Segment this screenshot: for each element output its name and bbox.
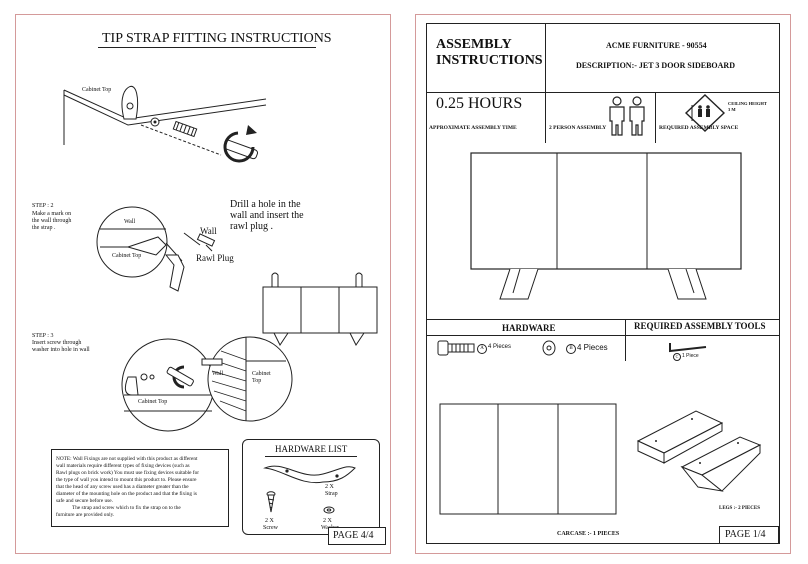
- step3-text-1: Insert screw through: [32, 340, 82, 346]
- hardware-title: HARDWARE: [502, 323, 556, 333]
- washer-icon: [323, 506, 335, 514]
- step3-text-2: washer into hole in wall: [32, 347, 90, 353]
- header-title-line1: ASSEMBLY: [436, 37, 512, 52]
- note-line-8: The strap and screw which to fix the str…: [72, 505, 181, 511]
- company-name: ACME FURNITURE - 90554: [606, 41, 707, 50]
- wall-label: Wall: [200, 226, 217, 236]
- note-line-4: the type of wall you intend to mount thi…: [56, 477, 197, 483]
- header-divider-v1: [545, 23, 546, 93]
- page-title: TIP STRAP FITTING INSTRUCTIONS: [102, 31, 332, 46]
- two-person-icon: [609, 96, 645, 136]
- step3-cabinet-top-label: Cabinet Top: [138, 399, 168, 405]
- hardware-list-box: HARDWARE LIST 2 X Strap 2 X Screw 2 X Wa…: [242, 439, 380, 535]
- ceiling-height-label: CEILING HEIGHT: [728, 101, 767, 106]
- step2-text-1: Make a mark on: [32, 211, 72, 217]
- carcase-illustration: [439, 403, 617, 515]
- allen-key-icon: [669, 343, 707, 353]
- header-divider-v2: [545, 92, 546, 144]
- note-heading: NOTE:: [56, 456, 72, 462]
- header-divider-v3: [655, 92, 656, 144]
- note-line-5: that the head of any screw used has a di…: [56, 484, 189, 490]
- header-title-line2: INSTRUCTIONS: [436, 53, 543, 68]
- legs-illustration: [636, 410, 762, 492]
- detail-cabinet-label: Cabinet: [252, 371, 271, 377]
- step3-circle-detail: [121, 336, 293, 432]
- step2-cabinet-top-label: Cabinet Top: [112, 253, 142, 259]
- hardware-header-divider: [426, 335, 779, 336]
- detail-top-label: Top: [252, 378, 262, 384]
- assembly-time-label: APPROXIMATE ASSEMBLY TIME: [429, 125, 517, 131]
- instruction-page-assembly: ASSEMBLY INSTRUCTIONS ACME FURNITURE - 9…: [415, 14, 791, 554]
- sideboard-front-illustration: [470, 152, 742, 300]
- screw-name: Screw: [263, 525, 278, 531]
- strap-name: Strap: [325, 491, 338, 497]
- header-table: [426, 23, 780, 145]
- space-label: REQUIRED ASSEMBLY SPACE: [659, 125, 739, 131]
- tool-code: C: [673, 353, 681, 361]
- note-line-9: furniture are provided only.: [56, 512, 115, 518]
- product-description: DESCRIPTION:- JET 3 DOOR SIDEBOARD: [576, 61, 735, 70]
- note-line-3: Rawl plugs on brick work) You must use f…: [56, 470, 199, 476]
- step2-text-2: the wall through: [32, 218, 72, 224]
- hardware-list-title: HARDWARE LIST: [275, 444, 348, 454]
- header-divider-h1: [426, 92, 779, 93]
- drill-text-2: wall and insert the: [230, 210, 304, 221]
- page-number-box: PAGE 1/4: [719, 526, 779, 544]
- rawl-plug-label: Rawl Plug: [196, 253, 234, 263]
- hardware-a-qty: 4 Pieces: [488, 344, 512, 350]
- note-line-2: wall materials require different types o…: [56, 463, 190, 469]
- strap-fitting-illustration: [63, 85, 267, 163]
- bolt-icon: [437, 340, 475, 356]
- carcase-label: CARCASE :- 1 PIECES: [557, 531, 620, 537]
- strap-qty: 2 X: [325, 484, 334, 490]
- screw-icon: [266, 491, 276, 513]
- ceiling-height-value: 3 M: [728, 107, 736, 112]
- hardware-b-code: B: [566, 344, 576, 354]
- step2-text-3: the strap .: [32, 225, 56, 231]
- note-box: NOTE: Wall Fixings are not supplied with…: [51, 449, 229, 527]
- assembly-time-value: 0.25 HOURS: [436, 95, 523, 112]
- drill-text-1: Drill a hole in the: [230, 199, 301, 210]
- page-number-box: PAGE 4/4: [328, 527, 386, 545]
- note-line-1: Wall Fixings are not supplied with this …: [72, 456, 198, 462]
- instruction-page-tip-strap: TIP STRAP FITTING INSTRUCTIONS Cabinet T…: [15, 14, 391, 554]
- hardware-a-code: A: [477, 344, 487, 354]
- hardware-tools-table: [426, 319, 780, 363]
- page-number: PAGE 1/4: [725, 529, 766, 540]
- step2-wall-label: Wall: [124, 219, 136, 225]
- legs-label: LEGS :- 2 PIECES: [719, 506, 760, 511]
- assembly-space-icon: [684, 94, 726, 132]
- washer-icon: [542, 340, 556, 356]
- note-line-7: safe and secure before use.: [56, 498, 113, 504]
- persons-label: 2 PERSON ASSEMBLY: [549, 125, 607, 131]
- step3-heading: STEP : 3: [32, 333, 54, 339]
- strap-icon: [263, 465, 356, 484]
- cabinet-top-label: Cabinet Top: [82, 87, 112, 93]
- tools-title: REQUIRED ASSEMBLY TOOLS: [634, 321, 766, 331]
- washer-qty: 2 X: [323, 518, 332, 524]
- tool-qty: 1 Piece: [682, 353, 699, 359]
- note-line-6: diameter of the mounting hole on the pro…: [56, 491, 197, 497]
- screw-qty: 2 X: [265, 518, 274, 524]
- hardware-b-qty: 4 Pieces: [577, 343, 608, 352]
- page-number: PAGE 4/4: [333, 530, 374, 541]
- sideboard-with-straps-illustration: [262, 272, 378, 346]
- drill-text-3: rawl plug .: [230, 221, 274, 232]
- hardware-list-underline: [265, 456, 357, 457]
- title-underline: [98, 47, 316, 48]
- step2-circle-detail: [96, 206, 216, 292]
- step3-wall-label: Wall: [212, 371, 224, 377]
- step2-heading: STEP : 2: [32, 203, 54, 209]
